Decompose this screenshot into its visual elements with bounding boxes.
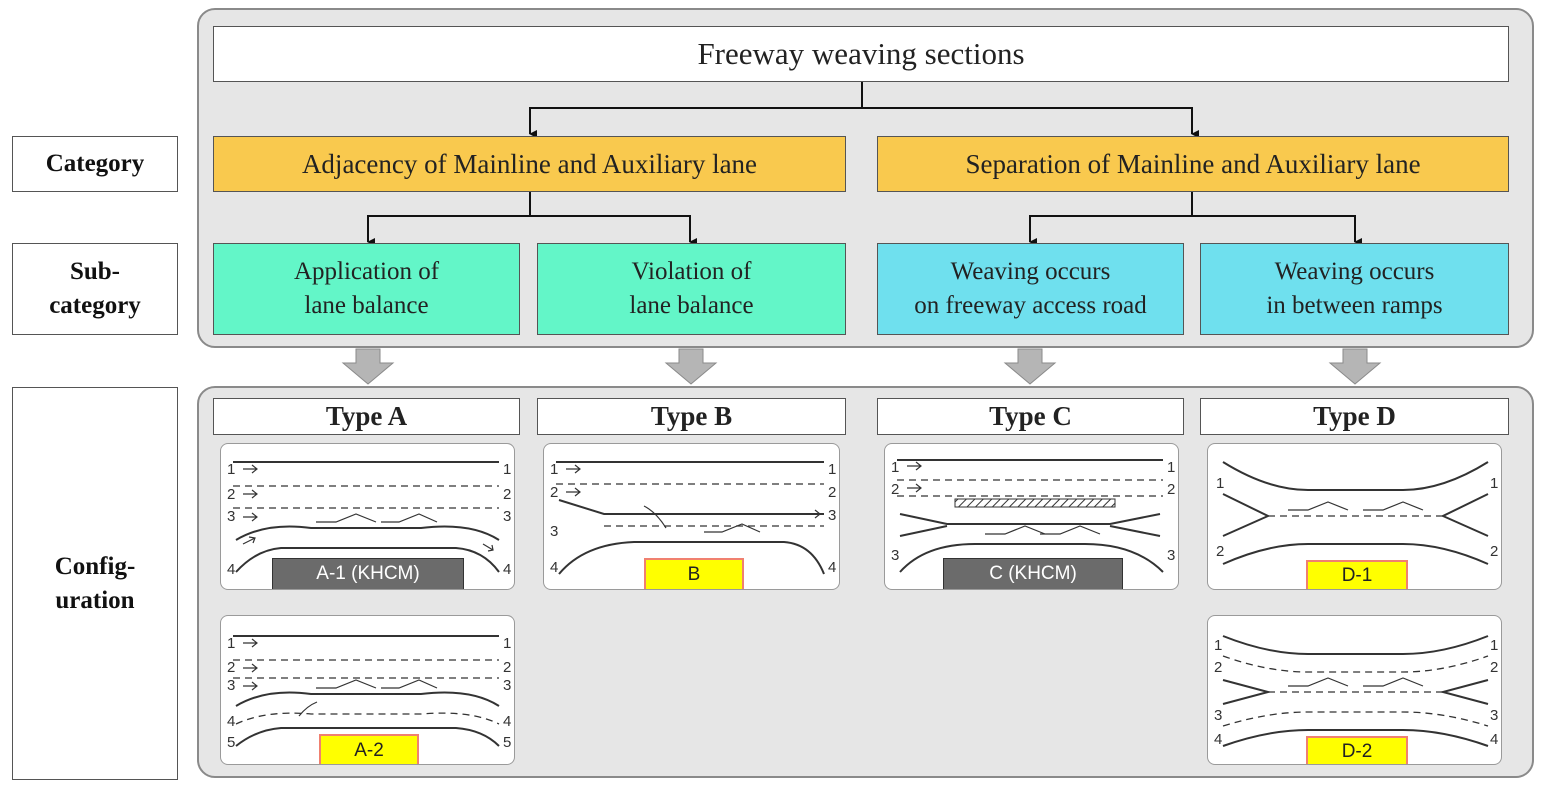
svg-text:4: 4 — [1490, 731, 1498, 748]
svg-text:1: 1 — [828, 461, 836, 478]
svg-text:2: 2 — [550, 484, 558, 501]
category-separation: Separation of Mainline and Auxiliary lan… — [877, 136, 1509, 192]
b-lane-diagram: 1 2 3 4 1 2 3 4 — [550, 461, 836, 576]
svg-text:1: 1 — [227, 461, 235, 478]
svg-text:3: 3 — [828, 507, 836, 524]
d1-lane-diagram: 1 2 1 2 — [1216, 461, 1498, 565]
page-title: Freeway weaving sections — [213, 26, 1509, 82]
svg-text:3: 3 — [550, 523, 558, 540]
down-arrow-b — [664, 348, 718, 385]
svg-text:1: 1 — [1214, 637, 1222, 654]
svg-text:4: 4 — [828, 559, 836, 576]
configuration-label: Config- uration — [12, 387, 178, 780]
type-a-header: Type A — [213, 398, 520, 435]
svg-text:3: 3 — [503, 677, 511, 694]
config-b-card: 1 2 3 4 1 2 3 4 B — [543, 443, 840, 590]
category-label: Category — [12, 136, 178, 192]
svg-text:2: 2 — [828, 484, 836, 501]
svg-text:4: 4 — [227, 713, 235, 730]
config-d1-tag: D-1 — [1306, 560, 1408, 589]
config-b-tag: B — [644, 558, 744, 589]
svg-text:2: 2 — [227, 659, 235, 676]
config-a1-card: 1 2 3 4 1 2 3 4 A-1 (KHCM) — [220, 443, 515, 590]
config-d1-card: 1 2 1 2 D-1 — [1207, 443, 1502, 590]
svg-text:3: 3 — [227, 508, 235, 525]
config-c-card: 1 2 3 1 2 3 C (KHCM) — [884, 443, 1179, 590]
subcategory-access-road: Weaving occurs on freeway access road — [877, 243, 1184, 335]
config-c-tag: C (KHCM) — [943, 558, 1123, 589]
svg-text:1: 1 — [891, 459, 899, 476]
subcategory-application: Application of lane balance — [213, 243, 520, 335]
svg-text:4: 4 — [503, 561, 511, 578]
c-lane-diagram: 1 2 3 1 2 3 — [891, 459, 1175, 573]
type-d-header: Type D — [1200, 398, 1509, 435]
svg-text:2: 2 — [1214, 659, 1222, 676]
svg-text:3: 3 — [1490, 707, 1498, 724]
down-arrow-c — [1003, 348, 1057, 385]
type-c-header: Type C — [877, 398, 1184, 435]
svg-text:4: 4 — [503, 713, 511, 730]
svg-text:3: 3 — [227, 677, 235, 694]
d2-lane-diagram: 1 2 3 4 1 2 3 4 — [1214, 635, 1498, 748]
svg-text:1: 1 — [503, 635, 511, 652]
svg-text:2: 2 — [503, 659, 511, 676]
config-a2-card: 1 2 3 4 5 1 2 3 4 5 A-2 — [220, 615, 515, 765]
svg-text:2: 2 — [1490, 659, 1498, 676]
subcategory-violation: Violation of lane balance — [537, 243, 846, 335]
svg-text:4: 4 — [550, 559, 558, 576]
svg-text:4: 4 — [227, 561, 235, 578]
svg-text:1: 1 — [1167, 459, 1175, 476]
svg-text:1: 1 — [1490, 637, 1498, 654]
subcategory-label: Sub- category — [12, 243, 178, 335]
svg-text:3: 3 — [503, 508, 511, 525]
svg-text:1: 1 — [550, 461, 558, 478]
svg-text:4: 4 — [1214, 731, 1222, 748]
down-arrow-a — [341, 348, 395, 385]
svg-text:5: 5 — [227, 734, 235, 751]
config-d2-tag: D-2 — [1306, 736, 1408, 764]
svg-text:3: 3 — [1214, 707, 1222, 724]
svg-text:2: 2 — [503, 486, 511, 503]
svg-text:2: 2 — [1167, 481, 1175, 498]
svg-text:1: 1 — [503, 461, 511, 478]
subcategory-between-ramps: Weaving occurs in between ramps — [1200, 243, 1509, 335]
svg-text:3: 3 — [891, 547, 899, 564]
svg-text:3: 3 — [1167, 547, 1175, 564]
a1-lane-diagram: 1 2 3 4 1 2 3 4 — [227, 461, 511, 578]
config-d2-card: 1 2 3 4 1 2 3 4 D-2 — [1207, 615, 1502, 765]
svg-text:2: 2 — [227, 486, 235, 503]
category-adjacency: Adjacency of Mainline and Auxiliary lane — [213, 136, 846, 192]
svg-text:1: 1 — [1490, 475, 1498, 492]
a2-lane-diagram: 1 2 3 4 5 1 2 3 4 5 — [227, 635, 511, 751]
config-a2-tag: A-2 — [319, 734, 419, 764]
svg-text:2: 2 — [1216, 543, 1224, 560]
config-a1-tag: A-1 (KHCM) — [272, 558, 464, 589]
svg-text:2: 2 — [891, 481, 899, 498]
type-b-header: Type B — [537, 398, 846, 435]
svg-text:1: 1 — [1216, 475, 1224, 492]
down-arrow-d — [1328, 348, 1382, 385]
svg-text:2: 2 — [1490, 543, 1498, 560]
svg-text:5: 5 — [503, 734, 511, 751]
svg-text:1: 1 — [227, 635, 235, 652]
